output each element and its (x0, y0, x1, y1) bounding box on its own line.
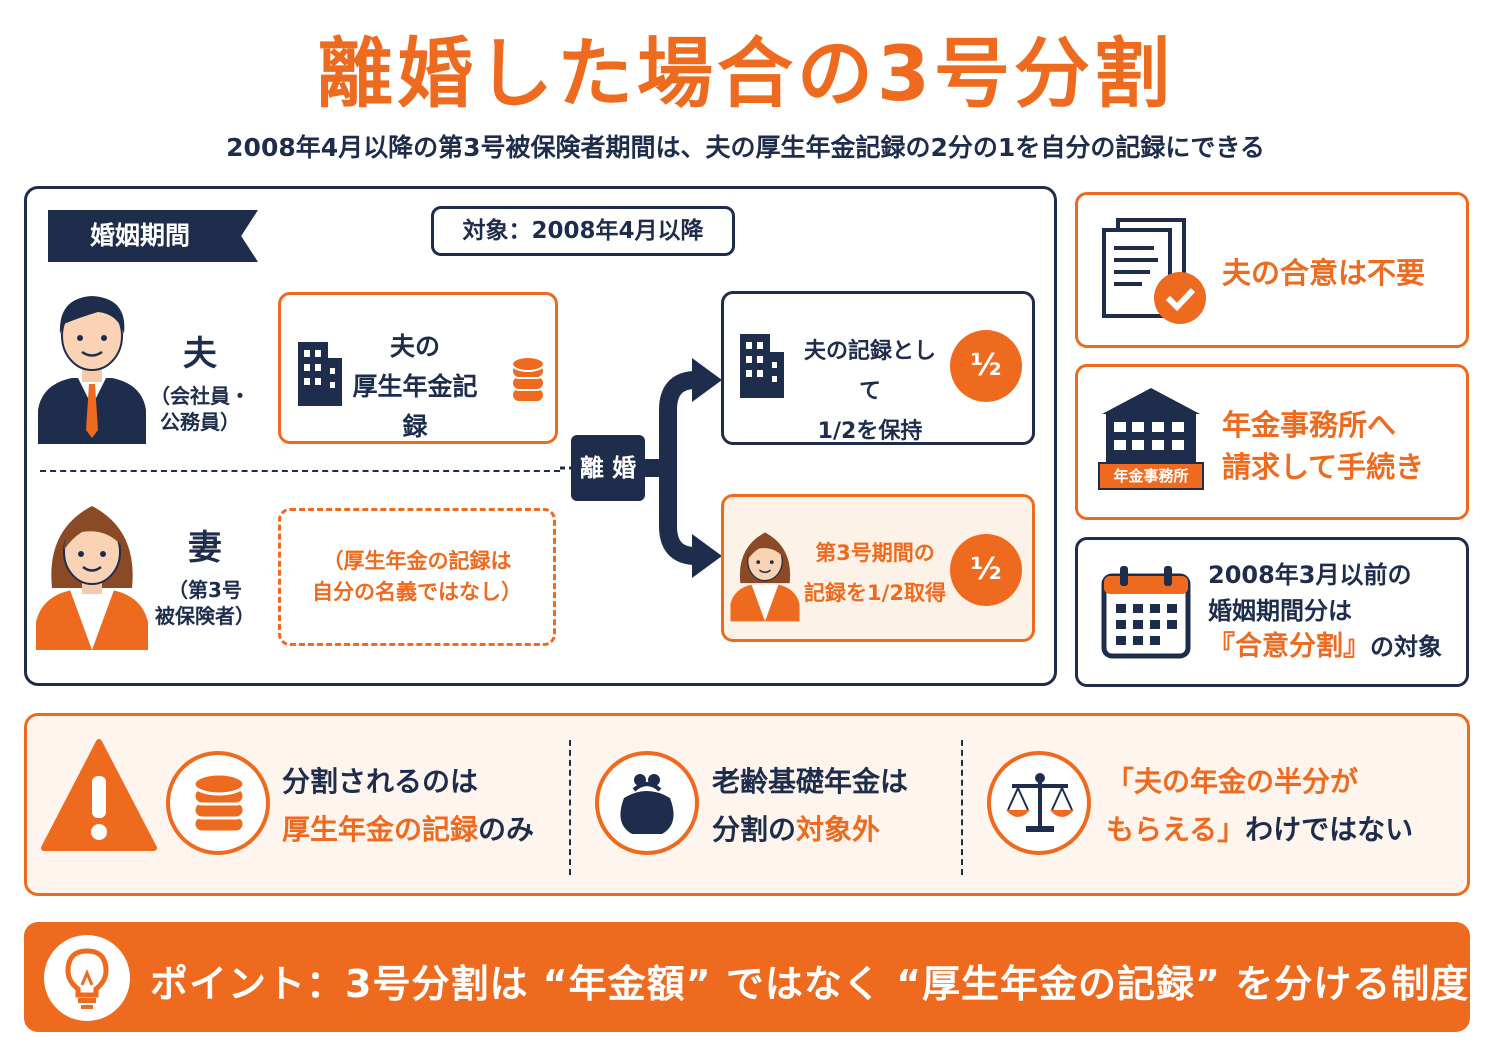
wife-record-label: （厚生年金の記録は 自分の名義ではなし） (312, 549, 522, 604)
husband-avatar (38, 296, 146, 444)
half-badge: ½ (950, 534, 1022, 606)
husband-record-box (278, 292, 558, 444)
point-statement: ポイント：3号分割は “年金額” ではなく “厚生年金の記録” を分ける制度 (150, 962, 1470, 1006)
wife-avatar (36, 506, 148, 650)
bulb-icon (65, 948, 109, 1009)
office-sign: 年金事務所 (1098, 462, 1204, 490)
building-icon (298, 342, 342, 406)
wife-label: 妻 （第3号 被保険者） (155, 528, 255, 628)
coins-icon (192, 772, 246, 834)
warning-icon (41, 739, 157, 851)
no-consent-label: 夫の合意は不要 (1222, 256, 1426, 290)
note-basic-pension-excluded: 老齢基礎年金は 分割の対象外 (712, 765, 909, 846)
wife-record-box (278, 508, 556, 646)
husband-result-label: 夫の記録として 1/2を保持 (803, 339, 936, 444)
coins-icon-circle (166, 751, 270, 855)
building-icon (740, 334, 784, 398)
wife-small-avatar (730, 532, 800, 622)
wife-result-label: 第3号期間の 記録を1/2取得 (804, 541, 946, 605)
document-check-icon (1102, 218, 1206, 324)
divorce-label: 離 婚 (571, 435, 645, 501)
marriage-period-ribbon: 婚姻期間 (48, 210, 258, 262)
office-procedure-label: 年金事務所へ 請求して手続き (1222, 408, 1425, 484)
note-not-half-pension: 「夫の年金の半分が もらえる」わけではない (1106, 765, 1414, 846)
husband-label: 夫 （会社員・ 公務員） (150, 334, 250, 434)
coins-icon (511, 356, 545, 403)
note-divider (569, 740, 571, 875)
page-subtitle: 2008年4月以降の第3号被保険者期間は、夫の厚生年金記録の2分の1を自分の記録… (226, 133, 1265, 162)
scale-icon (1006, 773, 1074, 832)
half-badge: ½ (950, 330, 1022, 402)
target-period-box: 対象：2008年4月以降 (431, 206, 735, 256)
husband-record-label: 夫の 厚生年金記録 (352, 332, 478, 441)
calendar-icon (1101, 566, 1191, 659)
pre-2008-label: 2008年3月以前の 婚姻期間分は 『合意分割』の対象 (1208, 561, 1442, 662)
office-building-icon (1102, 388, 1200, 464)
page-title: 離婚した場合の3号分割 (317, 29, 1174, 118)
note-divider (961, 740, 963, 875)
point-bar (24, 922, 1470, 1032)
note-records-only: 分割されるのは 厚生年金の記録のみ (282, 765, 535, 846)
purse-icon (620, 774, 674, 834)
spouse-divider (40, 470, 560, 472)
